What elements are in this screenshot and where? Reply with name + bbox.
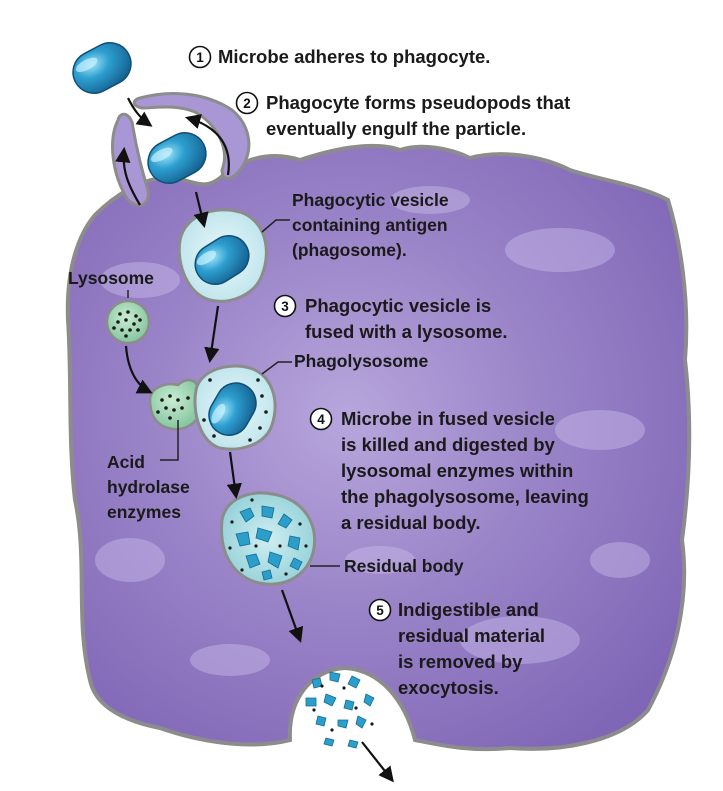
svg-text:5: 5 xyxy=(376,603,384,618)
step-5-number: 5 xyxy=(368,598,392,622)
arrow-lysosome xyxy=(124,345,153,394)
step-3-number: 3 xyxy=(273,294,297,318)
arrow-to-fusion xyxy=(204,305,220,364)
step-1-number: 1 xyxy=(188,45,212,69)
step-3-text-line-2: fused with a lysosome. xyxy=(305,321,508,342)
pseudopod-left xyxy=(111,112,150,207)
step-4-number: 4 xyxy=(309,407,333,431)
arrow-exit xyxy=(361,741,394,783)
step-1-text: Microbe adheres to phagocyte. xyxy=(218,46,490,67)
svg-text:4: 4 xyxy=(317,412,325,427)
phagosome-vesicle xyxy=(177,208,268,303)
arrow-to-residual xyxy=(226,451,242,500)
step-4-text-line-4: the phagolysosome, leaving xyxy=(341,486,589,507)
arrow-to-exocytosis xyxy=(280,589,304,643)
step-4-text-line-2: is killed and digested by xyxy=(341,434,556,455)
svg-text:2: 2 xyxy=(243,96,251,111)
phagolysosome-label: Phagolysosome xyxy=(294,351,428,371)
leader-phagolysosome xyxy=(261,361,292,375)
step-5-text-line-3: is removed by xyxy=(398,651,523,672)
step-2-text-line-1: Phagocyte forms pseudopods that xyxy=(266,92,570,113)
arrow-adhere xyxy=(127,97,153,127)
leader-acid-hydrolase xyxy=(160,420,179,461)
svg-text:1: 1 xyxy=(196,50,204,65)
acid-hydrolase-label-line-2: hydrolase xyxy=(107,477,190,497)
step-4-text-line-5: a residual body. xyxy=(341,512,480,533)
step-5-text-line-1: Indigestible and xyxy=(398,599,539,620)
acid-hydrolase-label-line-3: enzymes xyxy=(107,502,181,522)
phagosome-label-line-1: Phagocytic vesicle xyxy=(292,190,449,210)
lysosome-label: Lysosome xyxy=(68,268,154,288)
phagolysosome xyxy=(148,364,277,451)
acid-hydrolase-label-line-1: Acid xyxy=(107,452,145,472)
phagosome-label-line-3: (phagosome). xyxy=(292,240,407,260)
step-2-text-line-2: eventually engulf the particle. xyxy=(266,118,526,139)
lysosome xyxy=(105,299,151,345)
residual-body xyxy=(220,491,317,586)
step-3-text-line-1: Phagocytic vesicle is xyxy=(305,295,491,316)
leader-phagosome xyxy=(261,219,290,233)
residual-body-label: Residual body xyxy=(344,556,464,576)
cytoplasm-texture xyxy=(95,186,650,676)
arrow-pseudopod-right xyxy=(185,114,230,176)
svg-text:3: 3 xyxy=(281,299,289,314)
step-5-text-line-2: residual material xyxy=(398,625,545,646)
exocytosis-material xyxy=(305,671,375,749)
phagosome-label-line-2: containing antigen xyxy=(292,215,448,235)
microbe-adhering xyxy=(72,42,132,94)
step-4-text-line-1: Microbe in fused vesicle xyxy=(341,408,555,429)
step-5-text-line-4: exocytosis. xyxy=(398,677,499,698)
step-4-text-line-3: lysosomal enzymes within xyxy=(341,460,573,481)
microbe-engulfing xyxy=(147,132,207,184)
arrow-to-phagosome xyxy=(193,191,209,228)
pseudopod-right xyxy=(132,92,251,180)
step-2-number: 2 xyxy=(235,91,259,115)
arrow-pseudopod-left xyxy=(115,146,141,206)
